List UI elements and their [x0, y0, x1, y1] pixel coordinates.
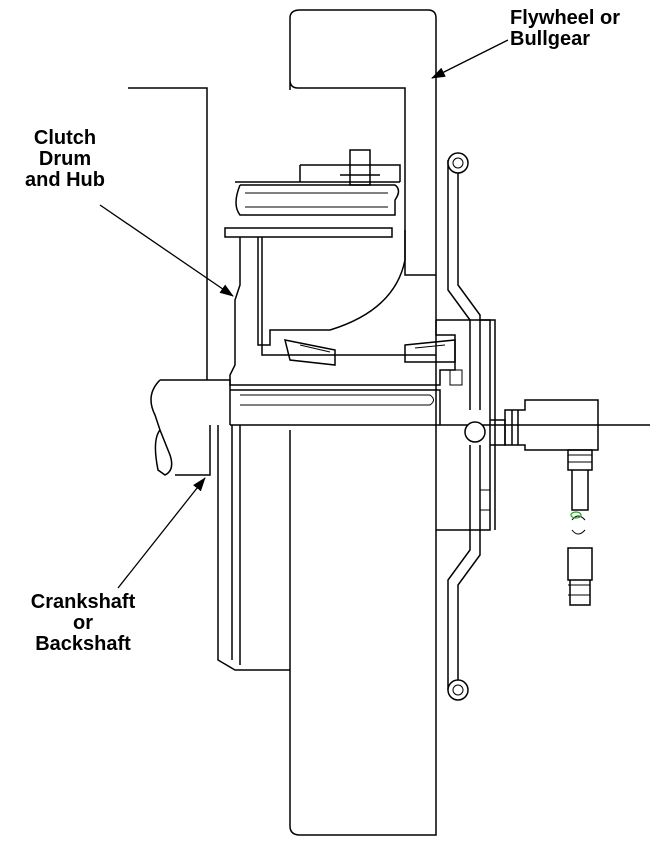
- union-fitting: [504, 399, 599, 451]
- flywheel-label-line1: Flywheel or: [510, 7, 621, 29]
- clutch-label-line3: and Hub: [25, 169, 105, 191]
- crankshaft-label-line1: Crankshaft: [30, 591, 136, 613]
- shaft-body: [150, 379, 650, 476]
- clutch-drum-upper: [235, 184, 400, 216]
- crankshaft-label-line2: or: [73, 612, 93, 634]
- clutch-drum-top-bar: [235, 164, 401, 183]
- flywheel-label: Flywheel or Bullgear: [510, 8, 620, 50]
- crankshaft-label-line3: Backshaft: [35, 633, 131, 655]
- clutch-label-line2: Drum: [38, 148, 92, 170]
- flywheel-outline: [289, 9, 437, 836]
- drum-plate: [224, 227, 393, 238]
- crankshaft-lower: [175, 425, 290, 671]
- air-tube-lower: [447, 445, 481, 690]
- housing-outline: [128, 87, 208, 380]
- clutch-bolt: [340, 149, 380, 186]
- clutch-label: Clutch Drum and Hub: [10, 128, 120, 191]
- tapered-bearings: [283, 339, 456, 366]
- air-hose: [567, 449, 593, 606]
- flywheel-leader-arrow: [431, 39, 509, 79]
- crankshaft-leader-arrow: [117, 477, 206, 589]
- tube-fitting-bottom: [447, 679, 469, 701]
- flywheel-label-line2: Bullgear: [510, 28, 591, 50]
- clutch-label-line1: Clutch: [33, 127, 97, 149]
- rotary-seal: [464, 421, 486, 443]
- hose-break: [571, 515, 586, 535]
- air-tube-upper: [447, 160, 481, 410]
- crankshaft-label: Crankshaft or Backshaft: [8, 592, 158, 655]
- green-marker: [570, 511, 582, 519]
- tube-fitting-top: [447, 152, 469, 174]
- clutch-hub-body: [229, 230, 456, 386]
- clutch-leader-arrow: [99, 204, 234, 297]
